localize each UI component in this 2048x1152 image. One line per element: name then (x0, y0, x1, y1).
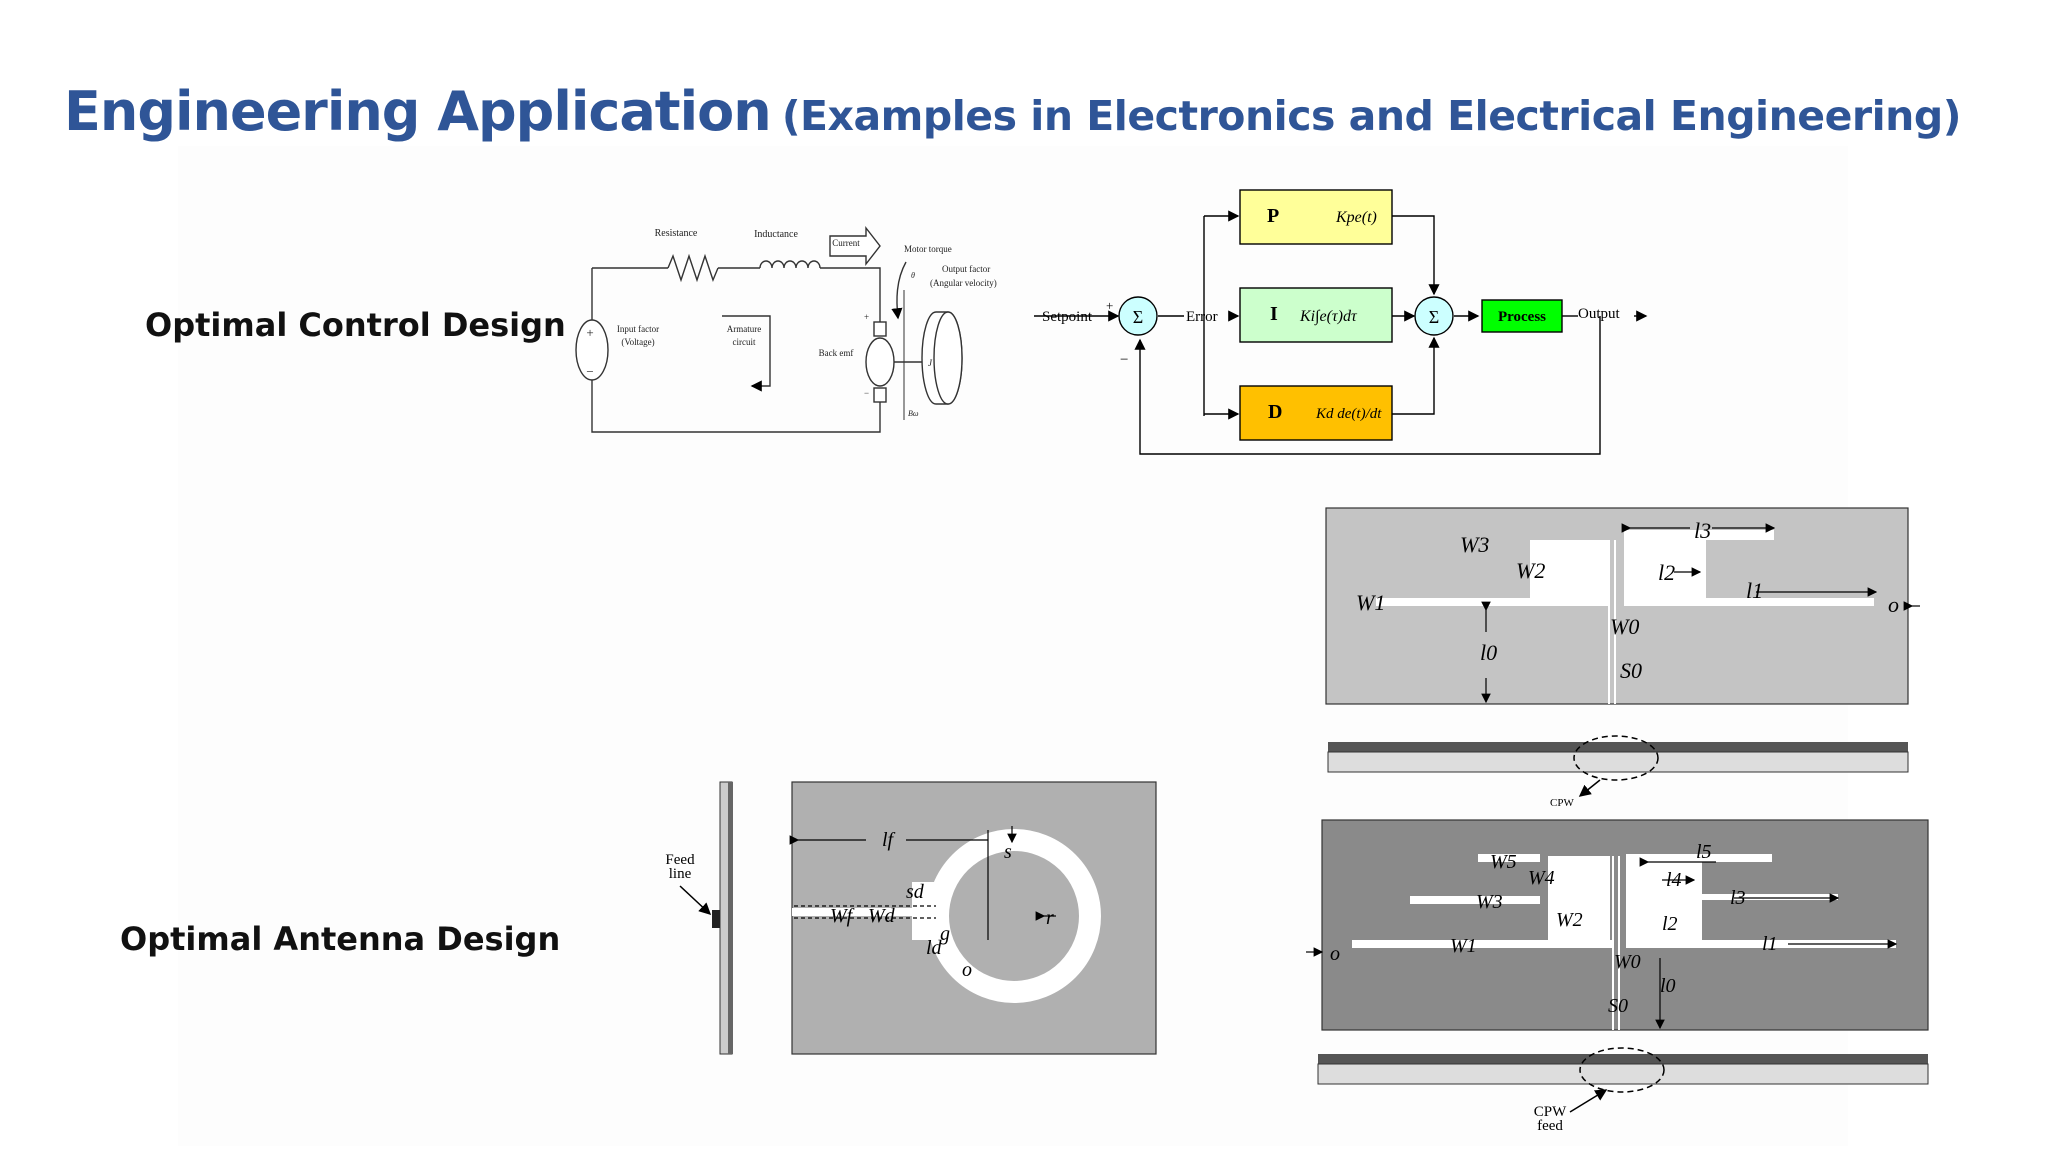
dim-l3: l3 (1694, 518, 1711, 543)
dim-l0b: l0 (1660, 975, 1676, 997)
sum2-symbol: Σ (1429, 307, 1439, 327)
dim-w4: W4 (1528, 867, 1555, 889)
label-output-factor: Output factor (942, 264, 990, 274)
i-block (1239, 287, 1393, 343)
dim-s: s (1004, 841, 1012, 863)
dim-s0: S0 (1620, 658, 1642, 683)
label-armature: Armature (727, 324, 761, 334)
dim-lf: lf (882, 829, 896, 851)
d-block (1239, 385, 1393, 441)
d-expression: Kd de(t)/dt (1315, 406, 1382, 422)
dim-wd: Wd (868, 905, 896, 927)
setpoint-plus-sign: + (1106, 298, 1113, 313)
label-line: line (669, 866, 692, 882)
label-motor-torque: Motor torque (904, 244, 952, 254)
p-expression: Kpe(t) (1335, 209, 1377, 226)
inductor-symbol (759, 260, 821, 269)
label-error: Error (1186, 309, 1218, 325)
dim-o-ring: o (962, 959, 972, 981)
label-process: Process (1498, 309, 1546, 325)
label-circuit: circuit (733, 337, 756, 347)
dim-l2b: l2 (1662, 913, 1678, 935)
dim-l5: l5 (1696, 841, 1712, 863)
label-damping: Bω (908, 409, 919, 418)
current-arrow-symbol (829, 225, 881, 267)
dc-motor-labels: Resistance Inductance Current Motor torq… (586, 228, 996, 418)
cpw-antenna-top: W3 W2 W1 l3 l2 l1 l0 W0 S0 o CPW (1325, 507, 1920, 809)
slide-title-main: Engineering Application (64, 80, 772, 143)
dim-w2: W2 (1516, 558, 1545, 583)
summing-junction-1 (1118, 296, 1158, 336)
motor-plus-sign: + (864, 312, 869, 322)
dim-sd: sd (906, 881, 925, 903)
cpw-antenna-bottom: CPW feed W5 W4 W3 W2 W1 l5 l4 l3 l2 l1 W… (1306, 819, 1929, 1134)
dim-l1: l1 (1746, 578, 1763, 603)
summing-junction-2 (1414, 296, 1454, 336)
label-feed: Feed (665, 852, 695, 868)
label-cpw-feed-2: feed (1537, 1118, 1563, 1134)
resistor-symbol (667, 253, 719, 283)
dim-r: r (1046, 907, 1054, 929)
d-label: D (1268, 401, 1282, 423)
label-cpw-feed-1: CPW (1534, 1104, 1567, 1120)
slide-title-sub: (Examples in Electronics and Electrical … (781, 92, 1962, 140)
dim-l1b: l1 (1762, 933, 1778, 955)
ring-antenna: Feed line lf s sd g r Wf Wd ld o (665, 781, 1157, 1055)
label-back-emf: Back emf (819, 348, 854, 358)
dim-g: g (940, 923, 950, 945)
dim-w5: W5 (1490, 851, 1517, 873)
dim-s0b: S0 (1608, 995, 1628, 1017)
dim-w3: W3 (1460, 532, 1489, 557)
pid-diagram (1034, 210, 1648, 455)
dim-w0b: W0 (1614, 951, 1641, 973)
dim-l3b: l3 (1730, 887, 1746, 909)
motor-minus-sign: − (864, 388, 869, 398)
dim-w2b: W2 (1556, 909, 1583, 931)
label-voltage: (Voltage) (621, 337, 654, 347)
sum1-symbol: Σ (1133, 307, 1143, 327)
label-output: Output (1578, 306, 1621, 322)
feedback-minus-sign: − (1120, 352, 1128, 368)
label-angular-velocity: (Angular velocity) (930, 278, 997, 288)
slide-title: Engineering Application (Examples in Ele… (64, 80, 1961, 143)
label-resistance: Resistance (655, 228, 698, 239)
dc-motor-diagram (575, 225, 963, 433)
dim-l4: l4 (1666, 869, 1682, 891)
label-input-factor: Input factor (617, 324, 659, 334)
label-optimal-antenna: Optimal Antenna Design (120, 920, 561, 958)
process-block (1481, 299, 1563, 333)
label-setpoint: Setpoint (1042, 309, 1093, 325)
p-label: P (1267, 205, 1279, 227)
pid-labels: Setpoint Error Output Process Σ Σ + − P … (1042, 205, 1621, 423)
label-inductance: Inductance (754, 229, 798, 240)
dim-o-top: o (1888, 592, 1899, 617)
i-label: I (1270, 303, 1278, 325)
dim-w1b: W1 (1450, 935, 1477, 957)
source-plus-sign: + (586, 325, 593, 340)
label-optimal-control: Optimal Control Design (145, 306, 566, 344)
dim-wf: Wf (830, 905, 855, 927)
dim-l0: l0 (1480, 640, 1497, 665)
label-inertia: J (928, 358, 933, 368)
dim-w3b: W3 (1476, 891, 1503, 913)
i-expression: Ki∫e(τ)dτ (1299, 308, 1358, 326)
motor-armature-symbol (865, 337, 895, 387)
source-minus-sign: − (586, 364, 593, 379)
dim-w0: W0 (1610, 614, 1639, 639)
voltage-source-symbol (575, 319, 609, 381)
label-theta: θ (911, 271, 915, 280)
label-current: Current (832, 238, 860, 248)
p-block (1239, 189, 1393, 245)
dim-o-bottom: o (1330, 943, 1340, 965)
label-cpw: CPW (1550, 797, 1574, 809)
dim-w1: W1 (1356, 590, 1385, 615)
dim-l2: l2 (1658, 560, 1675, 585)
dim-ld: ld (926, 937, 943, 959)
pid-blocks (1118, 189, 1563, 441)
